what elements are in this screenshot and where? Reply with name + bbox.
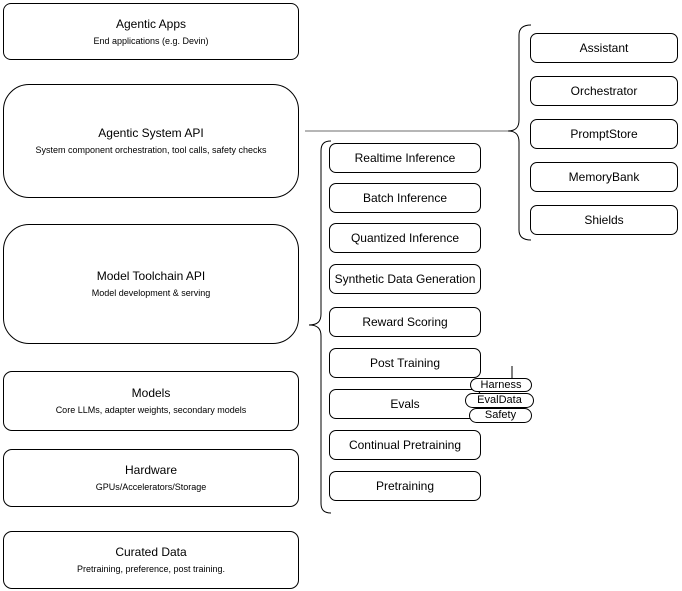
tag-label: Harness	[480, 378, 522, 391]
node-label: Continual Pretraining	[348, 438, 462, 452]
node-label: Quantized Inference	[350, 231, 460, 245]
node-label: PromptStore	[570, 127, 638, 141]
node-shields: Shields	[530, 205, 678, 235]
node-label: Synthetic Data Generation	[334, 272, 476, 286]
node-batch-inference: Batch Inference	[329, 183, 481, 213]
node-reward-scoring: Reward Scoring	[329, 307, 481, 337]
node-title: Agentic Apps	[115, 16, 187, 31]
node-subtitle: Core LLMs, adapter weights, secondary mo…	[55, 405, 247, 415]
node-title: Agentic System API	[98, 126, 204, 140]
tag-label: Safety	[484, 409, 517, 421]
tag-harness: Harness	[470, 378, 532, 392]
node-continual-pretraining: Continual Pretraining	[329, 430, 481, 460]
node-agentic-system-api: Agentic System API System component orch…	[3, 84, 299, 198]
node-title: Model Toolchain API	[96, 269, 206, 283]
node-label: Batch Inference	[362, 191, 448, 205]
node-subtitle: Pretraining, preference, post training.	[76, 564, 226, 574]
tag-label: EvalData	[477, 394, 522, 406]
node-title: Models	[131, 386, 171, 400]
toolchain-brace	[308, 140, 332, 514]
node-assistant: Assistant	[530, 33, 678, 63]
node-promptstore: PromptStore	[530, 119, 678, 149]
node-label: Reward Scoring	[362, 315, 448, 329]
node-label: Shields	[584, 213, 624, 227]
node-label: MemoryBank	[568, 170, 640, 184]
node-hardware: Hardware GPUs/Accelerators/Storage	[3, 449, 299, 507]
node-title: Hardware	[124, 463, 178, 477]
tag-evaldata: EvalData	[465, 393, 534, 408]
node-realtime-inference: Realtime Inference	[329, 143, 481, 173]
node-subtitle: System component orchestration, tool cal…	[35, 145, 267, 155]
node-curated-data: Curated Data Pretraining, preference, po…	[3, 531, 299, 589]
node-memorybank: MemoryBank	[530, 162, 678, 192]
node-model-toolchain-api: Model Toolchain API Model development & …	[3, 224, 299, 344]
system-brace	[507, 24, 532, 241]
node-label: Pretraining	[375, 479, 435, 493]
node-evals: Evals	[329, 389, 481, 419]
tag-safety: Safety	[469, 408, 532, 423]
node-label: Assistant	[579, 41, 629, 55]
node-synthetic-data-generation: Synthetic Data Generation	[329, 264, 481, 294]
node-post-training: Post Training	[329, 348, 481, 378]
node-subtitle: End applications (e.g. Devin)	[93, 35, 209, 46]
node-title: Curated Data	[115, 545, 187, 559]
node-quantized-inference: Quantized Inference	[329, 223, 481, 253]
node-label: Realtime Inference	[354, 151, 456, 165]
node-agentic-apps: Agentic Apps End applications (e.g. Devi…	[3, 3, 299, 60]
node-subtitle: Model development & serving	[91, 288, 211, 298]
node-label: Evals	[390, 397, 420, 411]
node-models: Models Core LLMs, adapter weights, secon…	[3, 371, 299, 431]
node-pretraining: Pretraining	[329, 471, 481, 501]
node-subtitle: GPUs/Accelerators/Storage	[95, 482, 207, 492]
node-label: Orchestrator	[570, 84, 638, 98]
node-label: Post Training	[369, 356, 441, 370]
node-orchestrator: Orchestrator	[530, 76, 678, 106]
